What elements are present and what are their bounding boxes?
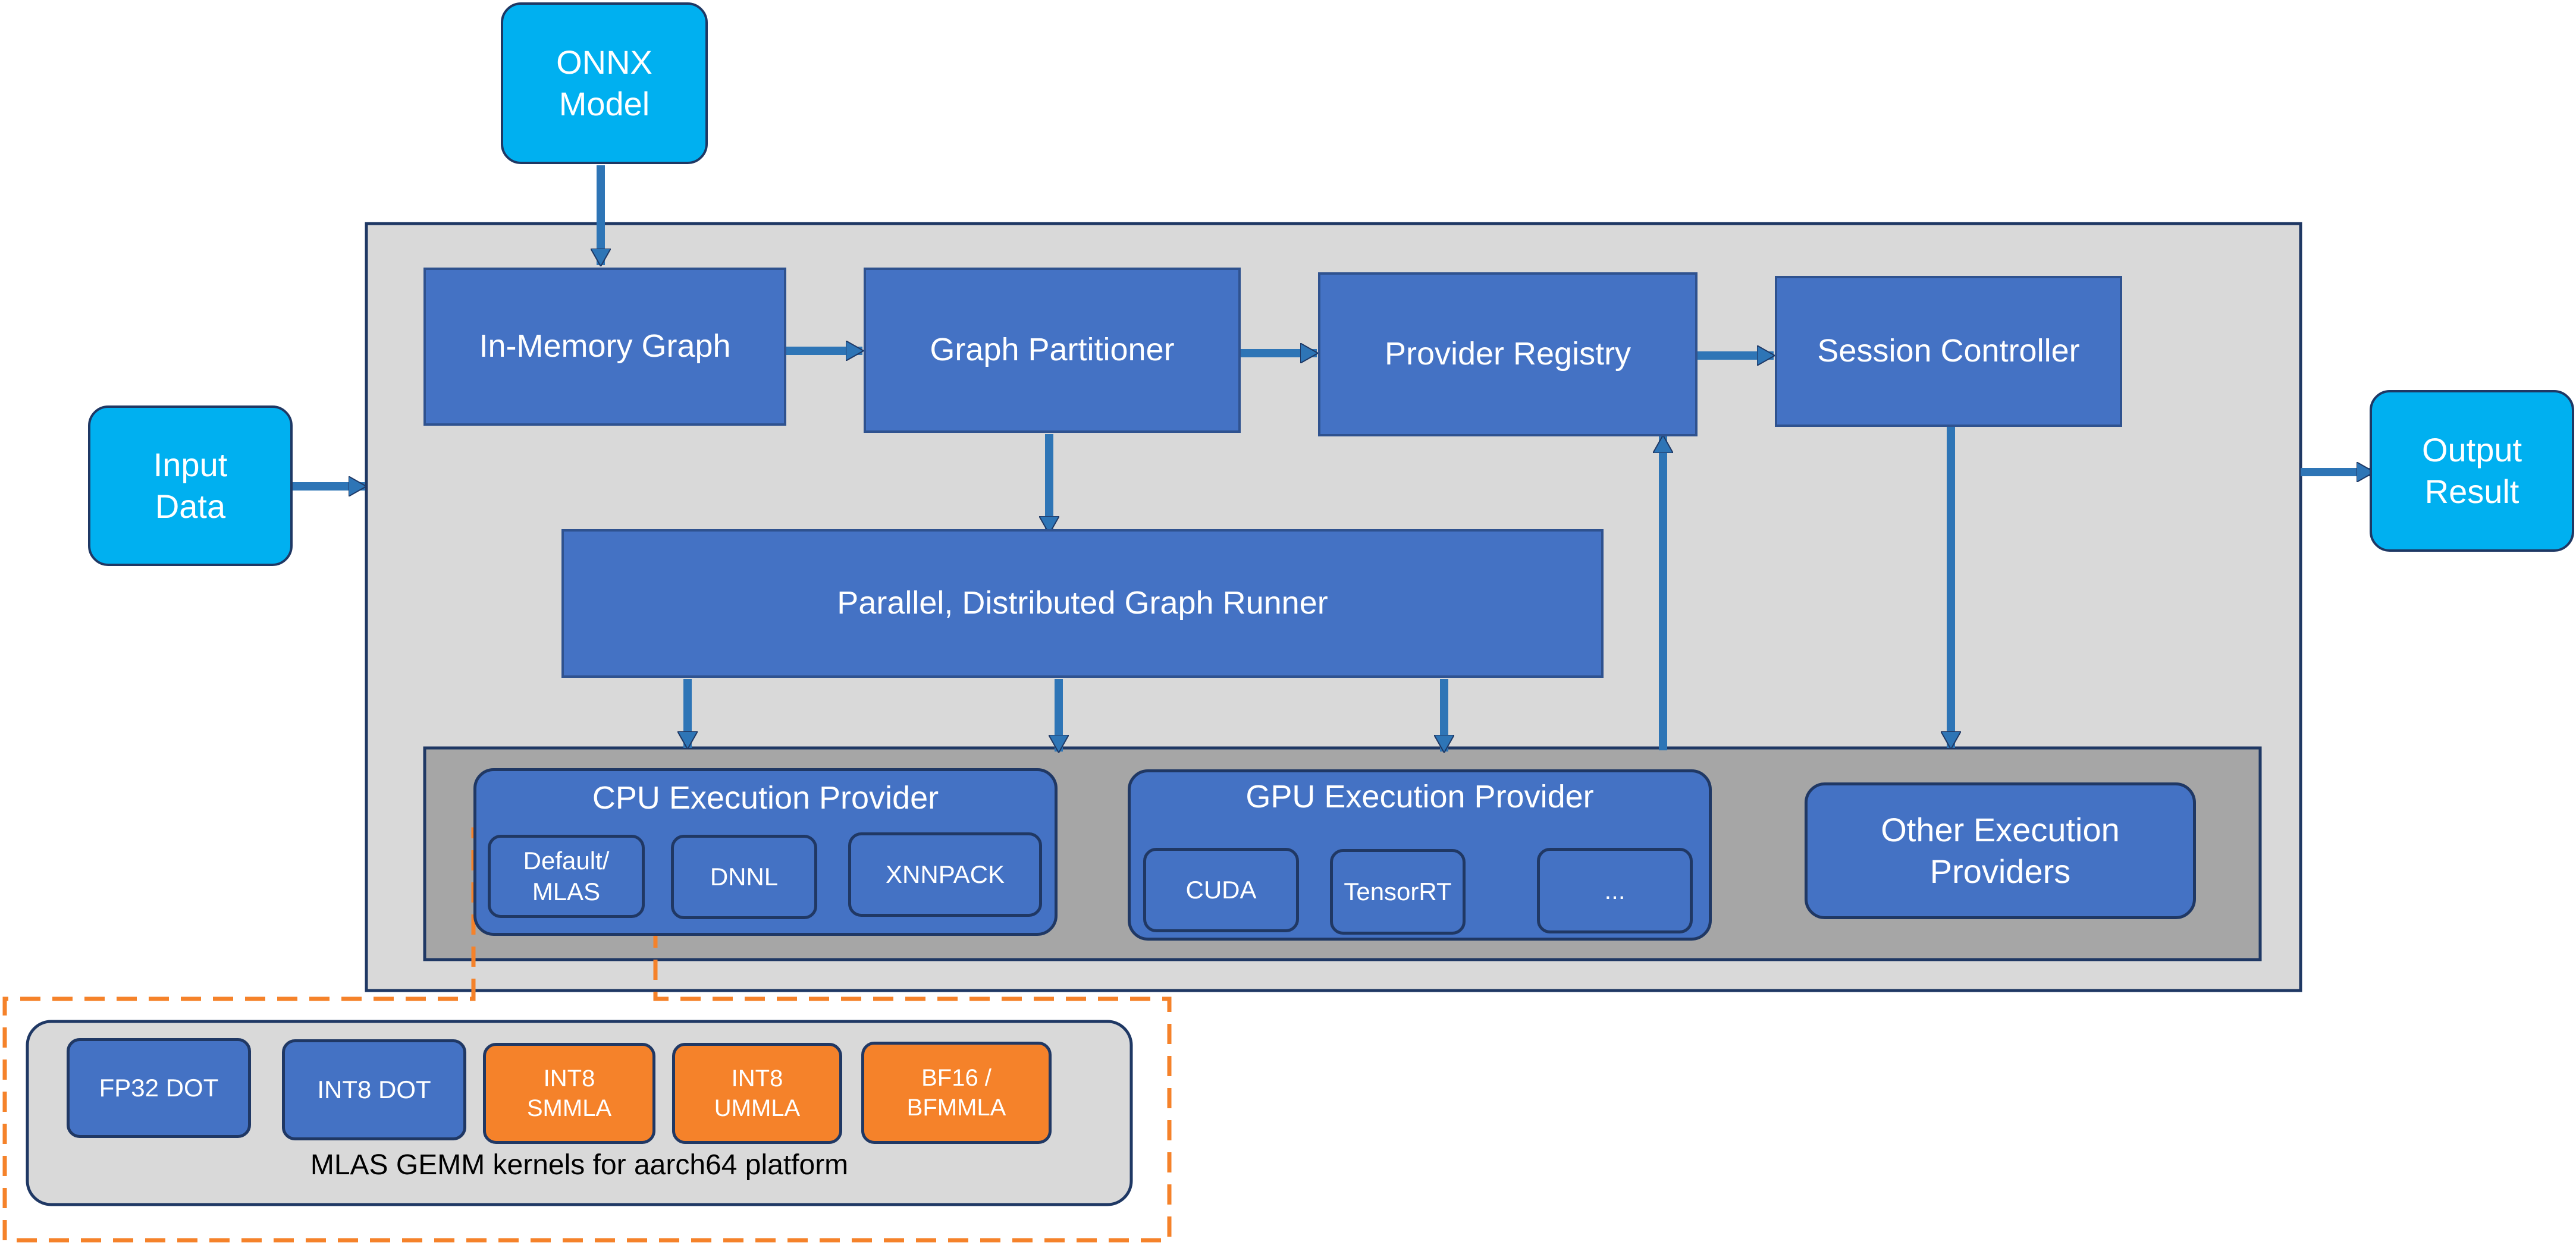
output-result-box: Output Result xyxy=(2370,390,2574,552)
cpu-item-xnnpack: XNNPACK xyxy=(848,832,1042,917)
onnx-model-label: ONNX Model xyxy=(556,43,652,122)
kernel-int8-smmla: INT8 SMMLA xyxy=(483,1043,655,1144)
graph-runner-label: Parallel, Distributed Graph Runner xyxy=(837,585,1328,621)
session-controller-box: Session Controller xyxy=(1775,276,2122,427)
provider-registry-label: Provider Registry xyxy=(1384,336,1631,372)
provider-registry-box: Provider Registry xyxy=(1318,272,1698,436)
gpu-item-more: ... xyxy=(1537,848,1693,933)
in-memory-graph-box: In-Memory Graph xyxy=(423,268,786,426)
kernel-label: FP32 DOT xyxy=(99,1073,219,1102)
kernel-int8-ummla: INT8 UMMLA xyxy=(672,1043,842,1144)
cpu-item-default-mlas: Default/ MLAS xyxy=(488,835,645,918)
gpu-item-label: TensorRT xyxy=(1344,877,1452,906)
kernel-fp32-dot: FP32 DOT xyxy=(67,1038,251,1138)
mlas-caption: MLAS GEMM kernels for aarch64 platform xyxy=(310,1149,849,1181)
other-providers-label: Other Execution Providers xyxy=(1881,811,2120,890)
graph-partitioner-box: Graph Partitioner xyxy=(864,268,1241,433)
onnx-model-box: ONNX Model xyxy=(501,2,708,164)
gpu-item-cuda: CUDA xyxy=(1143,848,1299,932)
cpu-provider-title: CPU Execution Provider xyxy=(592,780,939,816)
gpu-item-label: ... xyxy=(1604,876,1626,904)
cpu-item-dnnl: DNNL xyxy=(671,835,817,919)
in-memory-graph-label: In-Memory Graph xyxy=(479,328,731,364)
kernel-int8-dot: INT8 DOT xyxy=(282,1039,466,1140)
cpu-item-label: DNNL xyxy=(710,862,779,891)
gpu-provider-title: GPU Execution Provider xyxy=(1245,779,1594,815)
kernel-label: INT8 UMMLA xyxy=(714,1065,801,1121)
kernel-label: INT8 DOT xyxy=(317,1075,431,1103)
graph-partitioner-label: Graph Partitioner xyxy=(930,332,1175,368)
gpu-item-label: CUDA xyxy=(1185,875,1257,904)
kernel-label: INT8 SMMLA xyxy=(526,1065,612,1121)
cpu-item-label: XNNPACK xyxy=(886,860,1005,888)
kernel-bf16-bfmmla: BF16 / BFMMLA xyxy=(861,1042,1052,1144)
output-result-label: Output Result xyxy=(2421,431,2522,510)
cpu-item-label: Default/ MLAS xyxy=(523,846,610,906)
kernel-label: BF16 / BFMMLA xyxy=(906,1065,1006,1121)
session-controller-label: Session Controller xyxy=(1817,333,2080,369)
gpu-item-tensorrt: TensorRT xyxy=(1330,849,1466,935)
other-providers-box: Other Execution Providers xyxy=(1805,782,2196,919)
input-data-box: Input Data xyxy=(88,405,293,566)
input-data-label: Input Data xyxy=(153,446,228,525)
graph-runner-box: Parallel, Distributed Graph Runner xyxy=(561,529,1604,678)
